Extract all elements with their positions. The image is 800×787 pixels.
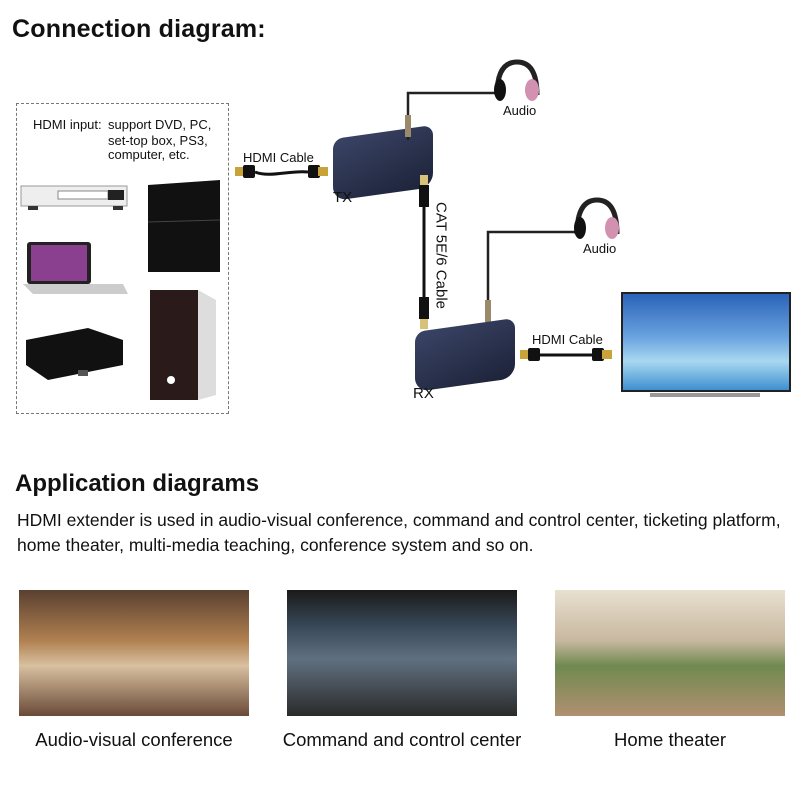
hdmi-cable-icon — [235, 165, 328, 178]
cat-cable-label: CAT 5E/6 Cable — [432, 202, 450, 309]
caption-home-theater: Home theater — [613, 729, 727, 750]
input-line-2: set-top box, PS3, — [108, 133, 208, 148]
input-line-3: computer, etc. — [108, 147, 190, 162]
photo-audio-visual-conference — [19, 590, 249, 716]
tx-label: TX — [333, 189, 353, 206]
applications-title: Application diagrams — [15, 470, 260, 497]
source-devices — [20, 180, 221, 400]
hdmi-cable-label-2: HDMI Cable — [532, 332, 603, 347]
photo-command-control-center — [287, 590, 517, 716]
dvd-player-icon — [20, 185, 128, 210]
headphones-icon — [574, 197, 620, 239]
laptop-icon — [23, 242, 128, 294]
audio-label-1: Audio — [503, 103, 537, 118]
rx-label: RX — [413, 385, 434, 402]
headphones-icon — [494, 59, 540, 101]
input-sources-box — [16, 103, 229, 414]
hdmi-cable-label-1: HDMI Cable — [243, 150, 314, 165]
photo-home-theater — [555, 590, 785, 716]
audio-label-2: Audio — [583, 241, 617, 256]
cables — [405, 59, 620, 361]
applications-description: HDMI extender is used in audio-visual co… — [17, 510, 781, 555]
tv-icon — [621, 292, 791, 392]
input-line-1: support DVD, PC, — [108, 117, 212, 132]
set-top-box-icon — [26, 328, 123, 380]
caption-command-control-center: Command and control center — [282, 729, 522, 750]
tv-stand — [650, 393, 760, 397]
connection-title: Connection diagram: — [12, 15, 266, 43]
input-label: HDMI input: — [33, 117, 102, 132]
caption-audio-visual-conference: Audio-visual conference — [35, 729, 233, 750]
ps3-console-icon — [147, 180, 221, 272]
desktop-tower-icon — [150, 290, 216, 400]
hdmi-cable-icon — [520, 348, 612, 361]
